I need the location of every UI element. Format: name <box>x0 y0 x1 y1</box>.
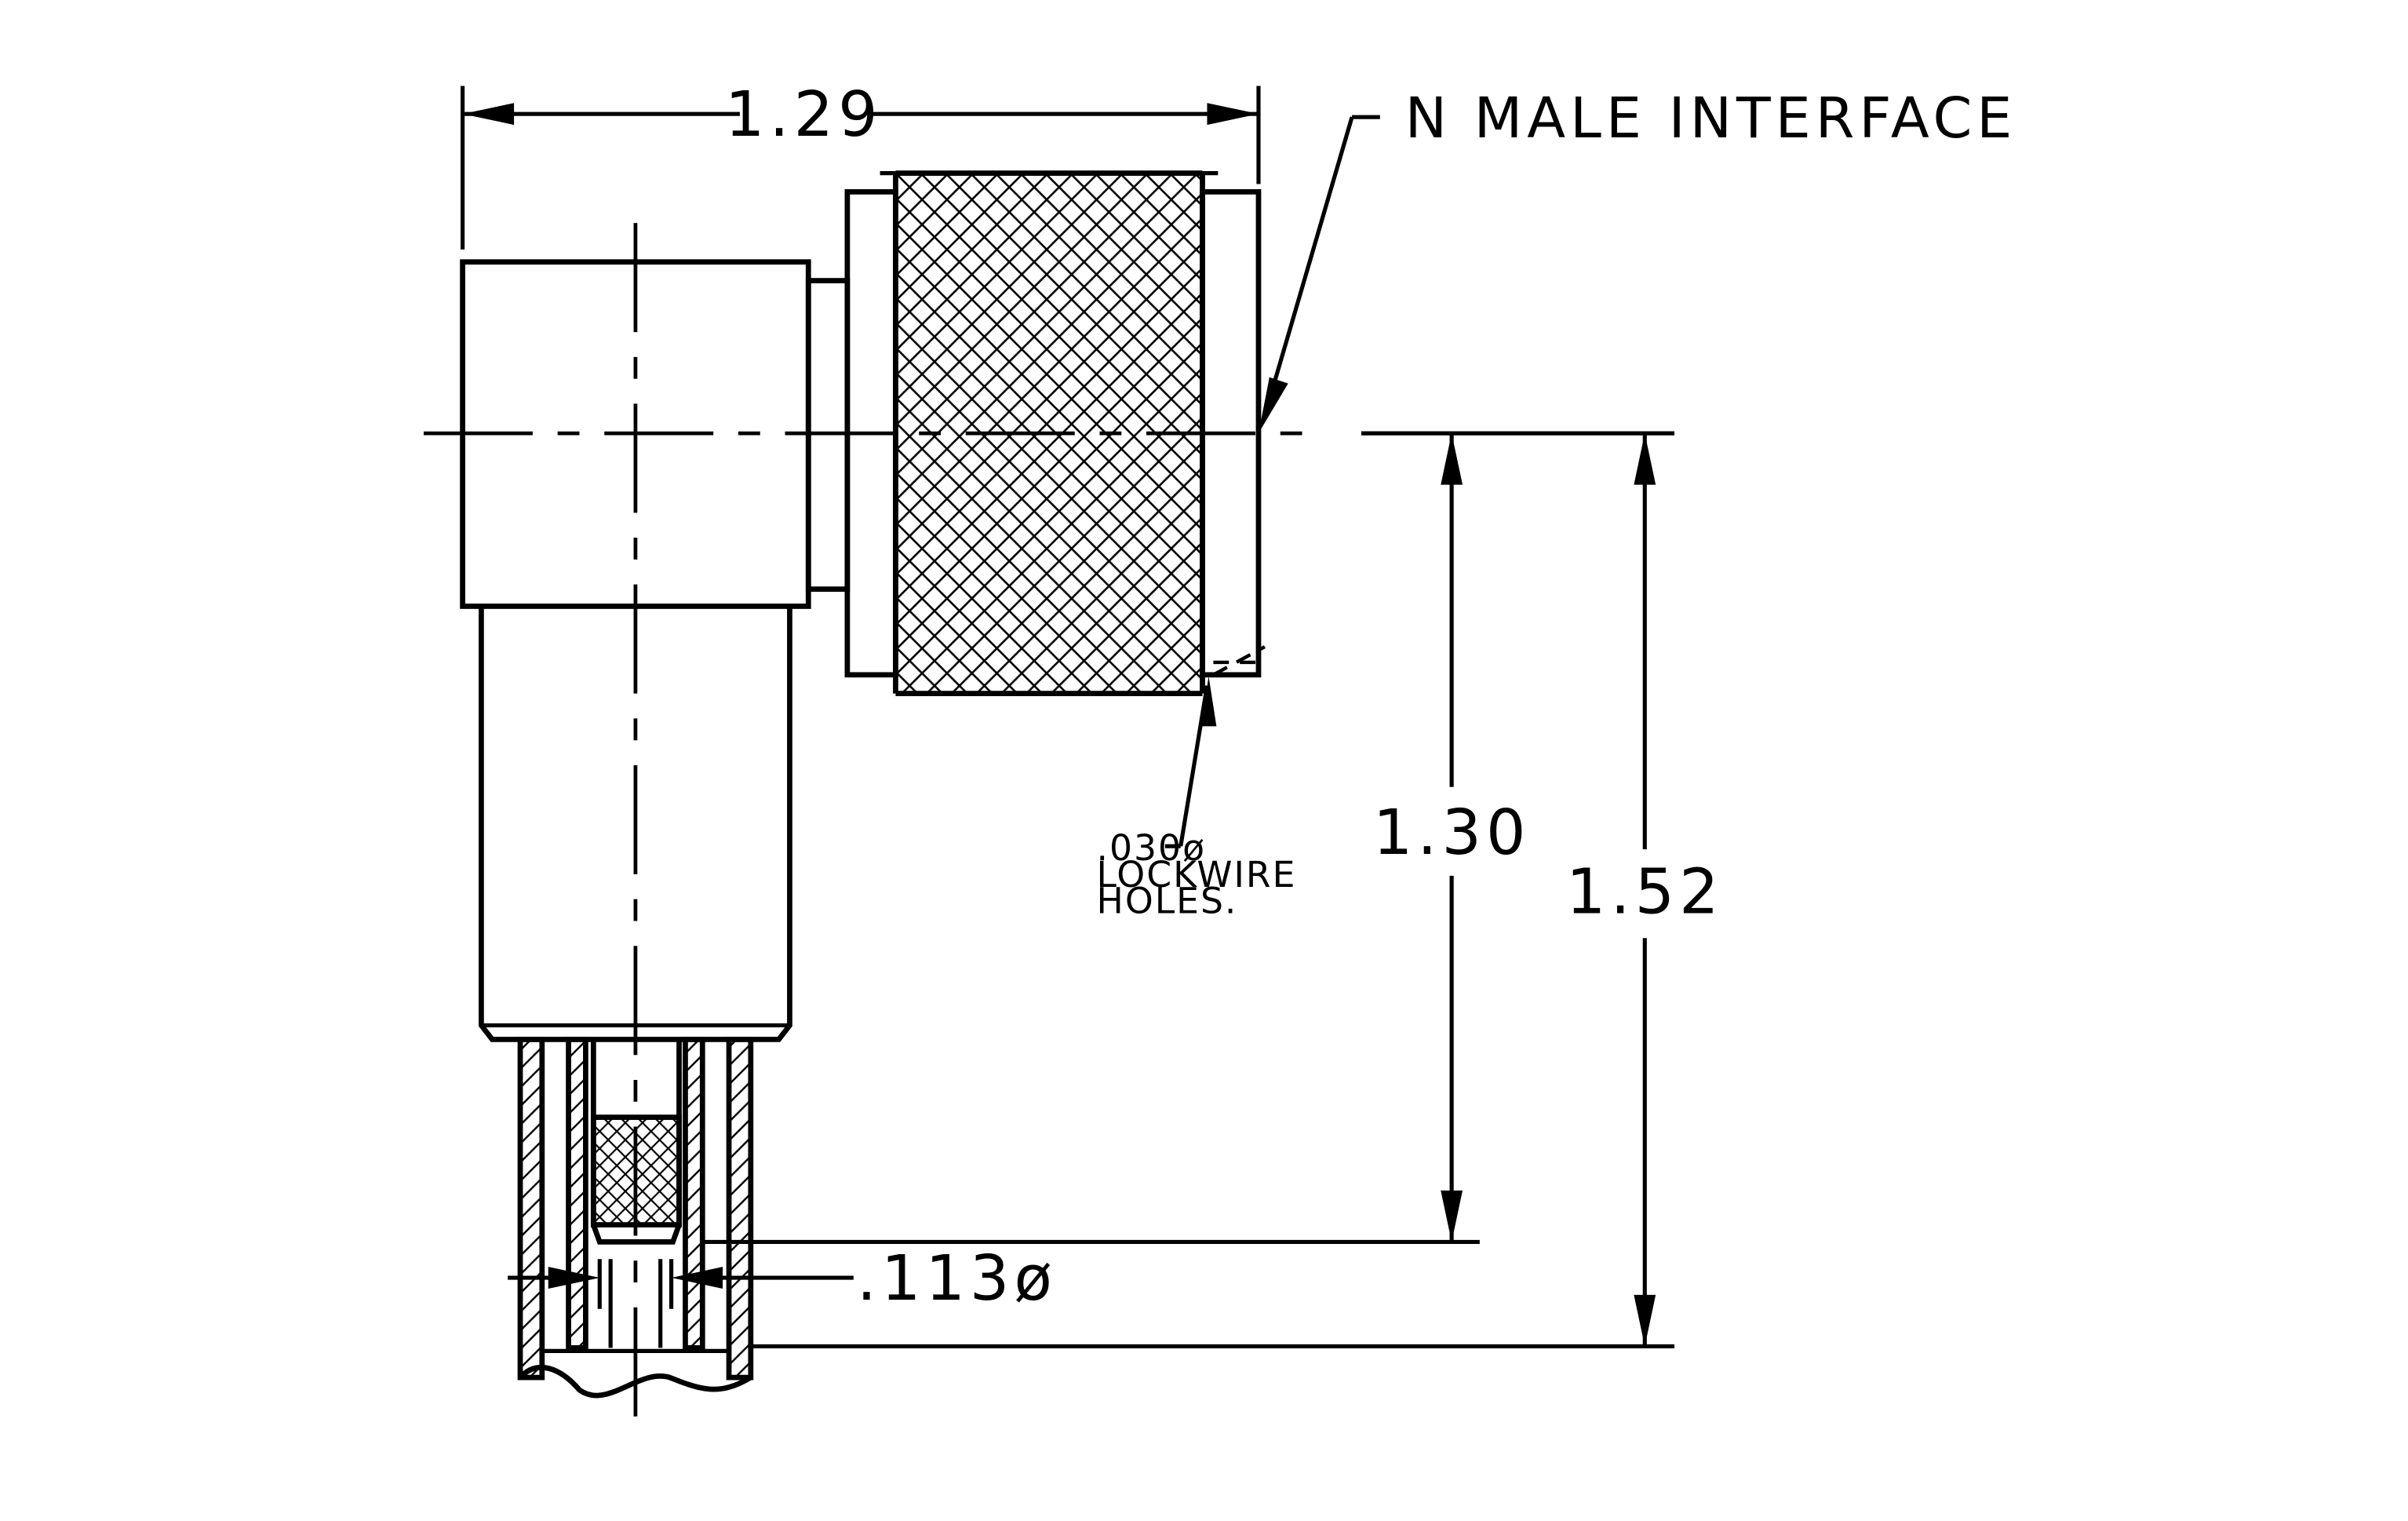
coupling-nut <box>893 170 1205 697</box>
cable-shield-right <box>685 1039 703 1348</box>
interface-label: N MALE INTERFACE <box>1405 86 2017 151</box>
dimension-cable-diameter: .113ø <box>508 1242 1057 1315</box>
arrow-up-2 <box>1634 433 1656 485</box>
cable-shield-left-outline <box>566 1036 588 1351</box>
dim-cable-diameter-label: .113ø <box>857 1242 1057 1315</box>
lockwire-hole <box>1212 645 1266 677</box>
dimension-end-height: 1.52 <box>752 433 1724 1348</box>
center-conductor <box>608 1259 663 1348</box>
lockwire-label-1: .030ø <box>1097 827 1206 869</box>
dia-arrow-right <box>671 1267 723 1289</box>
cable-jacket-right <box>729 1039 751 1378</box>
centerlines <box>423 223 1309 1428</box>
connector-body <box>460 170 1266 1399</box>
cable-break <box>518 1364 752 1399</box>
leader-line <box>1261 116 1354 421</box>
lockwire-label-2: LOCKWIRE <box>1097 854 1297 895</box>
lockwire-label-3: HOLES. <box>1097 881 1238 922</box>
cable-shield-left <box>568 1039 586 1348</box>
callout-interface: N MALE INTERFACE <box>1258 86 2017 434</box>
cable-shield-right-outline <box>683 1036 705 1351</box>
arrow-left <box>462 103 515 126</box>
dimension-pin-height: 1.30 <box>704 431 1675 1244</box>
arrow-right <box>1207 103 1259 126</box>
arrow-down <box>1441 1190 1463 1242</box>
leader-arrow <box>1258 377 1288 434</box>
arrow-down-2 <box>1634 1294 1656 1347</box>
cable-jacket-left <box>520 1039 542 1378</box>
lockwire-leader <box>1178 685 1210 847</box>
arrow-up <box>1441 433 1463 485</box>
dim-end-height-label: 1.52 <box>1566 855 1724 928</box>
dim-overall-length-label: 1.29 <box>725 78 883 151</box>
dia-arrow-left <box>548 1267 600 1289</box>
lockwire-arrow <box>1200 676 1217 727</box>
dim-pin-height-label: 1.30 <box>1373 796 1531 869</box>
callout-lockwire: .030ø LOCKWIRE HOLES. <box>1097 676 1297 922</box>
center-contact-body <box>590 1039 682 1245</box>
dimension-overall-length: 1.29 <box>461 78 1261 250</box>
